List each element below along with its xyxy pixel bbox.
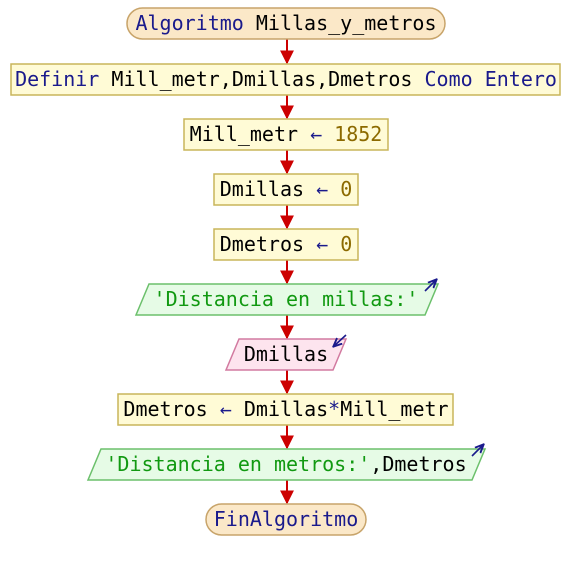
- end-label: FinAlgoritmo: [214, 507, 359, 531]
- assign-dmillas-node: Dmillas ← 0: [213, 173, 359, 206]
- input-marker-icon: [334, 334, 347, 346]
- assign-mill-metr-label: Mill_metr ← 1852: [190, 122, 383, 146]
- define-node: Definir Mill_metr,Dmillas,Dmetros Como E…: [10, 63, 561, 96]
- output-millas-label: 'Distancia en millas:': [154, 287, 419, 311]
- start-node: Algoritmo Millas_y_metros: [126, 7, 446, 40]
- output-marker-icon: [424, 280, 436, 292]
- assign-dmillas-label: Dmillas ← 0: [220, 177, 352, 201]
- assign-calc-node: Dmetros ← Dmillas*Mill_metr: [117, 393, 454, 426]
- output-marker-icon: [471, 445, 483, 457]
- start-label: Algoritmo Millas_y_metros: [135, 11, 436, 35]
- assign-dmetros-label: Dmetros ← 0: [220, 232, 352, 256]
- end-node: FinAlgoritmo: [205, 503, 367, 536]
- define-label: Definir Mill_metr,Dmillas,Dmetros Como E…: [15, 67, 557, 91]
- input-dmillas-label: Dmillas: [244, 342, 328, 366]
- input-dmillas-node: Dmillas: [224, 334, 348, 371]
- output-metros-label: 'Distancia en metros:',Dmetros: [105, 452, 466, 476]
- assign-dmetros-node: Dmetros ← 0: [213, 228, 359, 261]
- output-millas-node: 'Distancia en millas:': [134, 280, 440, 316]
- assign-calc-label: Dmetros ← Dmillas*Mill_metr: [123, 397, 448, 421]
- output-metros-node: 'Distancia en metros:',Dmetros: [86, 445, 487, 481]
- assign-mill-metr-node: Mill_metr ← 1852: [183, 118, 389, 151]
